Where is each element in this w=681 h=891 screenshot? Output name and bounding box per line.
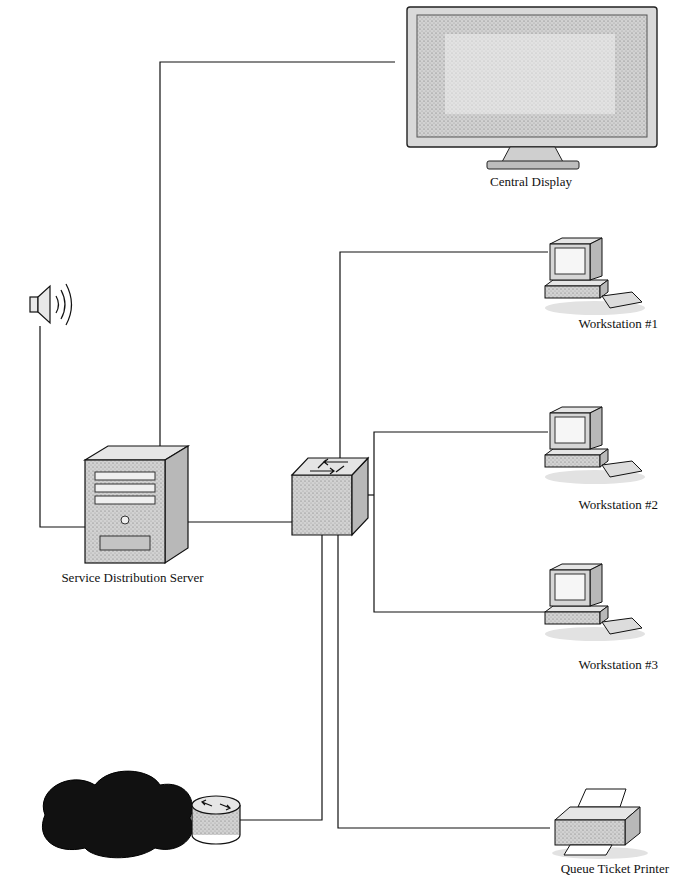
speaker-symbol bbox=[30, 284, 72, 325]
pc-monitor-side bbox=[590, 238, 602, 280]
drive-bay bbox=[95, 472, 155, 480]
device-label: Workstation #3 bbox=[520, 657, 670, 673]
printer-side bbox=[625, 807, 640, 845]
router-arrow bbox=[220, 804, 230, 810]
device-label: Service Distribution Server bbox=[40, 570, 225, 586]
workstation-wire bbox=[374, 432, 548, 612]
pc-screen bbox=[555, 574, 585, 600]
router-arrow bbox=[202, 800, 212, 806]
pc-node: Workstation #3 bbox=[520, 562, 670, 673]
printer-node: Queue Ticket Printer bbox=[530, 785, 675, 877]
pc-keyboard bbox=[602, 292, 642, 308]
paper-in bbox=[578, 789, 626, 807]
router-wire bbox=[240, 535, 322, 820]
pc-monitor-side bbox=[590, 564, 602, 606]
monitor-stand bbox=[502, 147, 563, 162]
pc-keyboard bbox=[602, 461, 642, 477]
router-symbol bbox=[192, 796, 240, 844]
sound-wave bbox=[66, 284, 72, 325]
printer-icon bbox=[530, 785, 675, 861]
network-wires bbox=[40, 252, 550, 828]
speaker-body bbox=[30, 297, 38, 312]
switch-symbol bbox=[292, 458, 368, 535]
device-label: Central Display bbox=[395, 174, 667, 190]
pc-node: Workstation #2 bbox=[520, 405, 670, 513]
pc-screen bbox=[555, 248, 585, 274]
switch-top bbox=[292, 458, 368, 475]
server-icon bbox=[40, 438, 225, 570]
pc-unit-front bbox=[545, 455, 600, 467]
switch-arrow bbox=[324, 459, 348, 465]
pc-monitor-front bbox=[550, 570, 590, 606]
monitor-node: Central Display bbox=[395, 4, 667, 190]
pc-keyboard bbox=[602, 618, 642, 634]
pc-monitor-front bbox=[550, 244, 590, 280]
workstation-icon bbox=[520, 562, 670, 657]
pc-monitor-side bbox=[590, 407, 602, 449]
network-cable bbox=[160, 62, 395, 446]
switch-front bbox=[292, 475, 352, 535]
monitor-frame bbox=[407, 7, 657, 147]
printer-front bbox=[555, 820, 625, 845]
server-side bbox=[165, 446, 188, 563]
monitor-base bbox=[487, 161, 579, 169]
pc-unit-top bbox=[545, 280, 608, 286]
device-label: Queue Ticket Printer bbox=[530, 861, 675, 877]
sound-wave bbox=[56, 296, 59, 313]
device-label: Workstation #2 bbox=[520, 497, 670, 513]
device-label: Workstation #1 bbox=[520, 316, 670, 332]
pc-node: Workstation #1 bbox=[520, 236, 670, 332]
pc-screen bbox=[555, 417, 585, 443]
speaker-wire bbox=[40, 326, 85, 527]
server-switch-wire bbox=[188, 521, 292, 522]
speaker-cone bbox=[38, 286, 50, 323]
pc-unit-top bbox=[545, 606, 608, 612]
server-vent bbox=[100, 536, 150, 550]
power-button bbox=[121, 516, 129, 524]
router-top bbox=[192, 796, 240, 814]
drive-bay bbox=[95, 484, 155, 492]
server-front bbox=[85, 460, 165, 563]
pc-unit-front bbox=[545, 286, 600, 298]
workstation-icon bbox=[520, 236, 670, 316]
display-icon bbox=[395, 4, 667, 174]
pc-monitor-front bbox=[550, 413, 590, 449]
pc-unit-top bbox=[545, 449, 608, 455]
monitor-screen bbox=[417, 15, 647, 137]
screen-glow bbox=[445, 34, 615, 114]
switch-arrow bbox=[318, 460, 326, 468]
pc-unit-front bbox=[545, 612, 600, 624]
switch-arrow bbox=[310, 468, 334, 474]
internet-cloud bbox=[42, 771, 192, 858]
workstation-wire bbox=[340, 252, 548, 458]
server-node: Service Distribution Server bbox=[40, 438, 225, 586]
paper-out bbox=[564, 845, 612, 855]
sound-wave bbox=[61, 290, 65, 319]
drive-bay bbox=[95, 496, 155, 504]
printer-wire bbox=[338, 535, 550, 828]
switch-arrow bbox=[336, 466, 344, 472]
workstation-icon bbox=[520, 405, 670, 497]
